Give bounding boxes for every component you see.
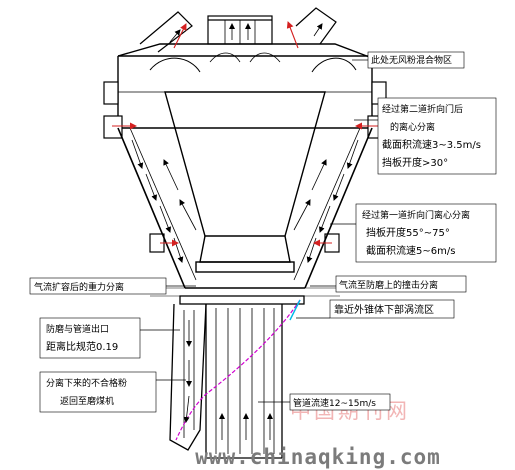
label-gravity-sep: 气流扩容后的重力分离 (34, 281, 124, 293)
annotation-return-coarse: 分离下来的不合格粉 返回至磨煤机 (39, 371, 157, 413)
label-impact-sep: 气流至防磨上的撞击分离 (339, 279, 438, 291)
bottom-pipes (150, 287, 340, 459)
label-first-guide-1: 经过第一道折向门离心分离 (362, 209, 470, 221)
cyan-flow-line (289, 299, 301, 321)
red-flow-arrows (112, 21, 380, 247)
label-wear-ratio-2: 距离比规范0.19 (46, 340, 118, 353)
label-pipe-velocity: 管道流速12~15m/s (293, 397, 376, 409)
annotation-first-guide: 经过第一道折向门离心分离 挡板开度55°~75° 截面积流速5~6m/s (355, 203, 497, 263)
flow-arrows (131, 23, 359, 440)
label-first-guide-3: 截面积流速5~6m/s (366, 244, 455, 257)
annotation-second-guide: 经过第二道折向门后 的离心分离 截面积流速3~3.5m/s 挡板开度>30° (377, 97, 497, 175)
annotation-wear-ratio: 防磨与管道出口 距离比规范0.19 (39, 317, 141, 359)
watermark-url: www.chinaqking.com (195, 445, 441, 469)
annotation-gravity-sep: 气流扩容后的重力分离 (29, 277, 167, 295)
annotation-pipe-velocity: 管道流速12~15m/s (289, 393, 391, 411)
top-outlet-pipes (139, 7, 337, 53)
top-dome (117, 43, 373, 73)
inner-cone (164, 91, 326, 273)
label-second-guide-4: 挡板开度>30° (382, 156, 448, 169)
label-second-guide-2: 的离心分离 (390, 121, 435, 133)
label-second-guide-3: 截面积流速3~3.5m/s (382, 138, 481, 151)
label-vortex: 靠近外锥体下部涡流区 (334, 303, 434, 316)
guide-vane-housings (103, 81, 387, 253)
annotation-vortex: 靠近外锥体下部涡流区 (329, 299, 455, 319)
label-return-coarse-2: 返回至磨煤机 (60, 395, 114, 407)
label-wear-ratio-1: 防磨与管道出口 (46, 323, 109, 335)
label-return-coarse-1: 分离下来的不合格粉 (46, 377, 127, 389)
annotation-mix-zone: 此处无风粉混合物区 (367, 51, 465, 69)
leader-lines (140, 59, 378, 403)
annotation-impact-sep: 气流至防磨上的撞击分离 (335, 275, 467, 293)
label-mix-zone: 此处无风粉混合物区 (371, 54, 452, 66)
label-first-guide-2: 挡板开度55°~75° (366, 226, 450, 239)
outer-cone (117, 127, 373, 289)
label-second-guide-1: 经过第二道折向门后 (382, 103, 463, 115)
